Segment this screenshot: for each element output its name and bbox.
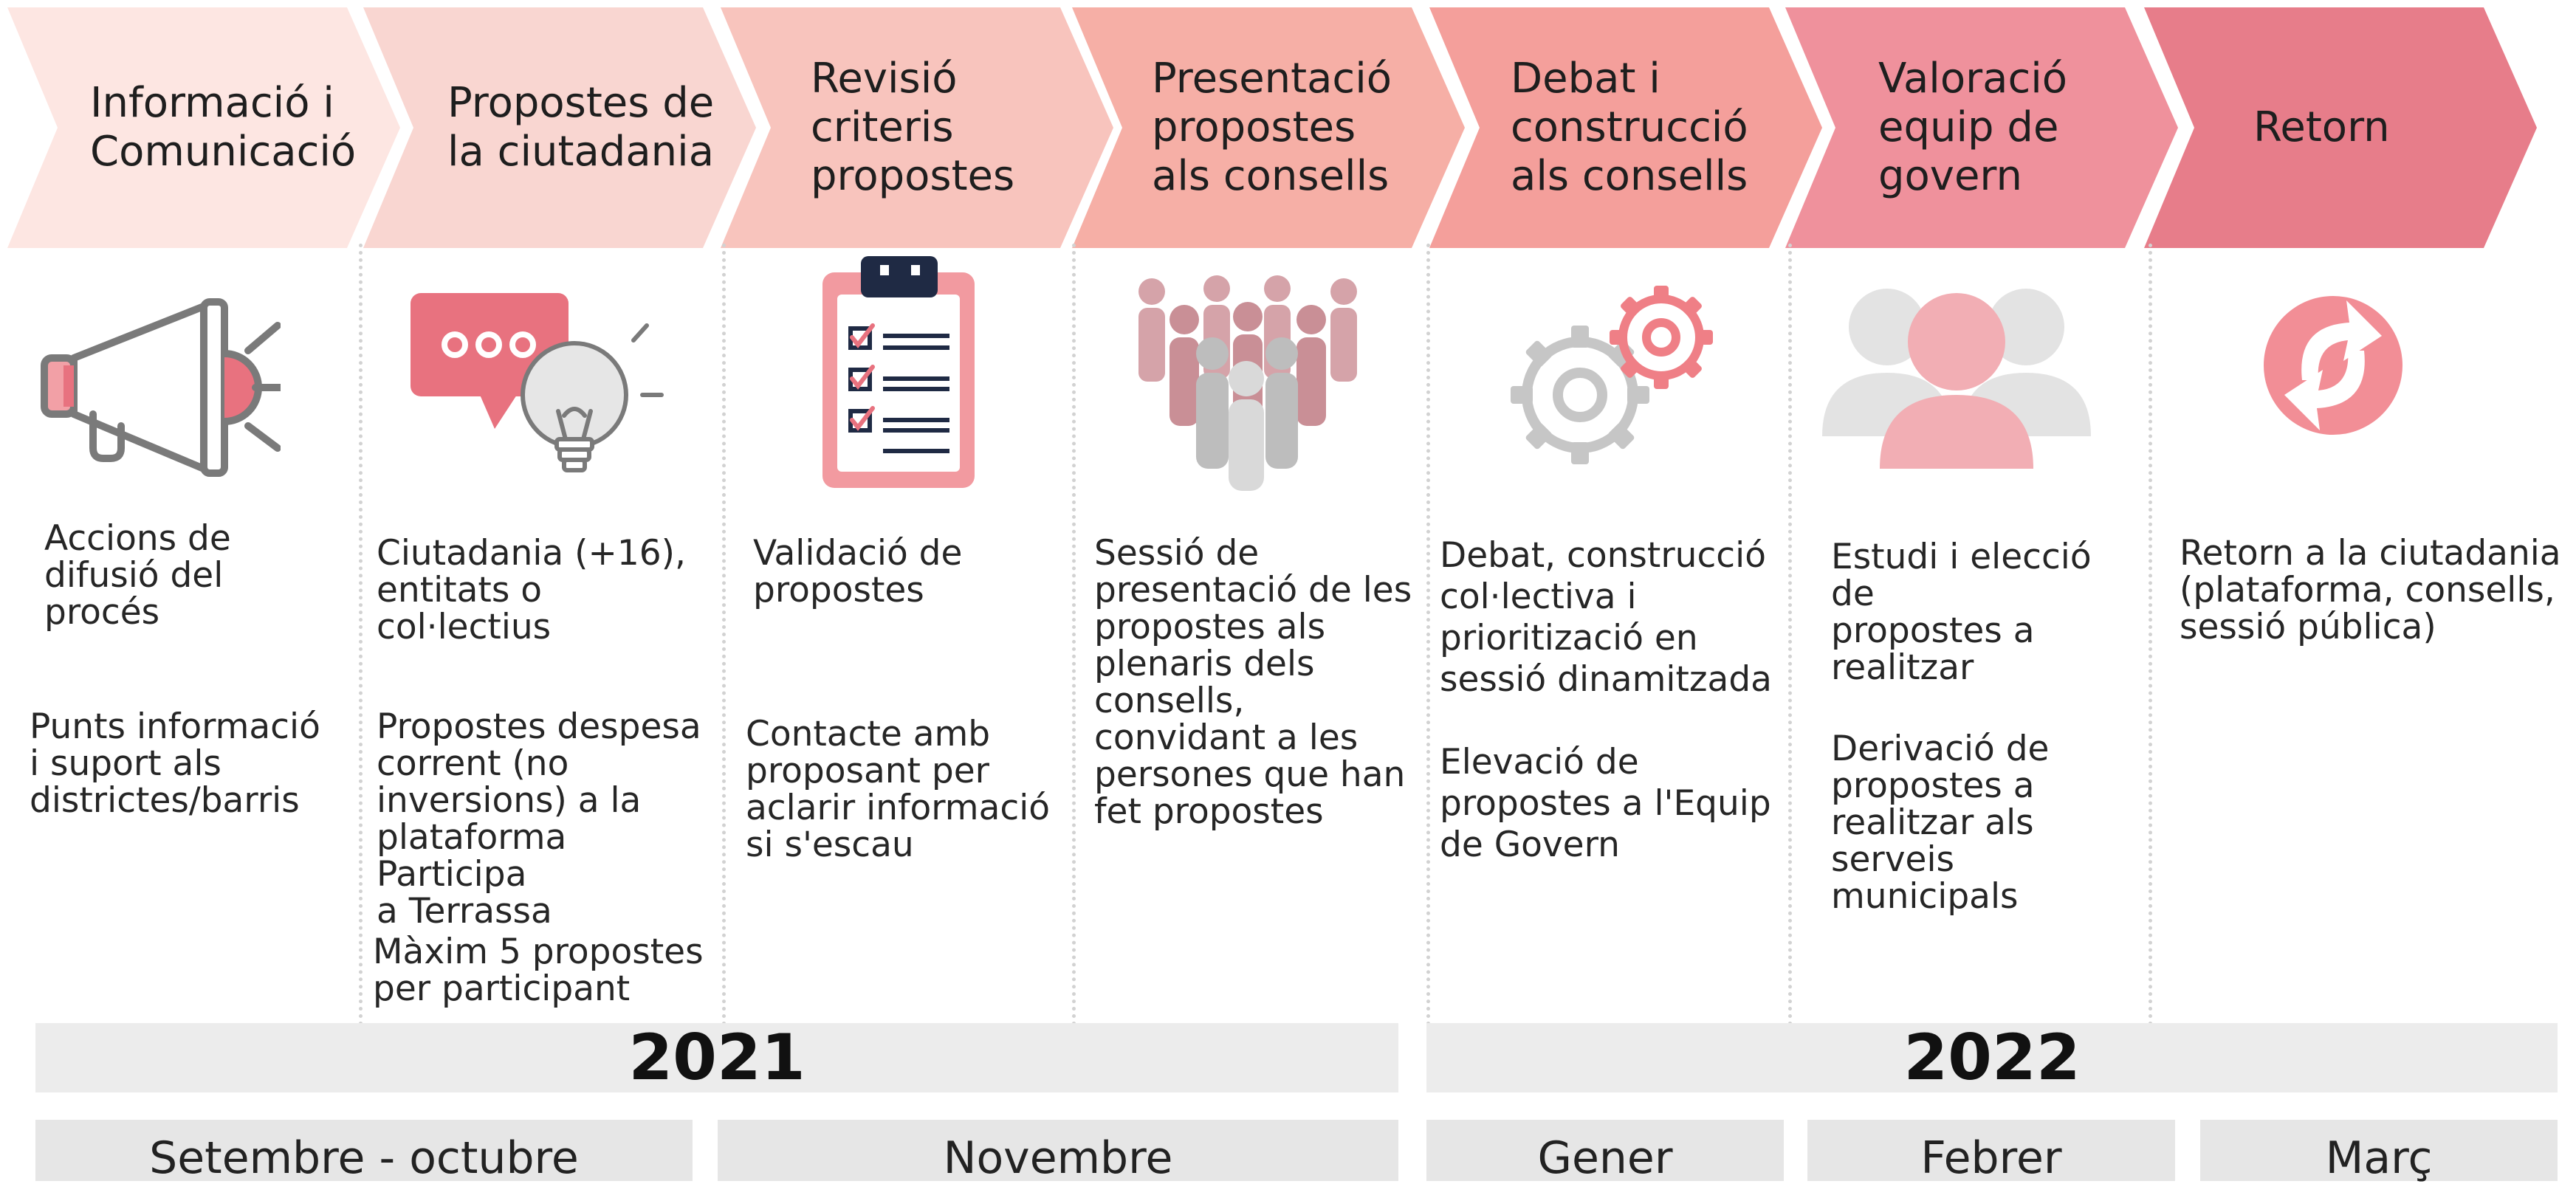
step-2-paragraph-2: Propostes despesa corrent (no inversions…: [377, 706, 701, 932]
step-title-6: Valoració equip de govern: [1878, 55, 2068, 200]
year-bar-2021: 2021: [35, 1021, 1398, 1095]
month-febrer: Febrer: [1807, 1120, 2175, 1184]
step-title-2: Propostes de la ciutadania: [447, 79, 715, 176]
column-divider: [1426, 244, 1430, 1026]
speech-bubble-lightbulb-icon: [406, 255, 664, 491]
step-2-paragraph-1: Ciutadania (+16), entitats o col·lectius: [377, 533, 686, 647]
step-1-paragraph-2: Punts informació i suport als districtes…: [30, 706, 320, 821]
step-chevron-6: Valoració equip de govern: [1785, 7, 2178, 248]
column-divider: [1788, 244, 1792, 1026]
step-title-5: Debat i construcció als consells: [1511, 55, 1748, 200]
month-marc: Març: [2200, 1120, 2558, 1184]
step-chevron-3: Revisió criteris propostes: [721, 7, 1113, 248]
step-1-paragraph-1: Accions de difusió del procés: [44, 518, 231, 633]
chevron-shape: [363, 7, 756, 248]
year-bar-2022: 2022: [1426, 1021, 2558, 1095]
chevron-shape: [1429, 7, 1822, 248]
team-people-icon: [1816, 255, 2097, 491]
step-chevron-4: Presentació propostes als consells: [1072, 7, 1465, 248]
step-7-paragraph-1: Retorn a la ciutadania (plataforma, cons…: [2180, 533, 2561, 647]
chevron-shape: [1072, 7, 1465, 248]
step-2-paragraph-3: Màxim 5 propostes per participant: [373, 932, 704, 1009]
column-divider: [2149, 244, 2152, 1026]
chevron-shape: [2144, 7, 2537, 248]
clipboard-checklist-icon: [812, 255, 989, 491]
megaphone-icon: [30, 255, 281, 491]
step-title-7: Retorn: [2253, 103, 2390, 151]
step-title-1: Informació i Comunicació: [90, 79, 357, 176]
step-4-paragraph-1: Sessió de presentació de les propostes a…: [1094, 533, 1412, 832]
column-divider: [1072, 244, 1076, 1026]
month-novembre: Novembre: [718, 1120, 1398, 1184]
chevron-shape: [7, 7, 400, 248]
chevron-shape: [1785, 7, 2178, 248]
step-chevron-2: Propostes de la ciutadania: [363, 7, 756, 248]
chevron-shape: [721, 7, 1113, 248]
step-3-paragraph-2: Contacte amb proposant per aclarir infor…: [746, 714, 1051, 865]
refresh-arrows-icon: [2244, 255, 2422, 491]
gears-icon: [1491, 255, 1742, 491]
step-3-paragraph-1: Validació de propostes: [753, 533, 963, 610]
step-5-paragraph-2: Elevació de propostes a l'Equip de Gover…: [1440, 742, 1771, 865]
step-6-paragraph-2: Derivació de propostes a realitzar als s…: [1831, 729, 2050, 917]
step-chevron-7: Retorn: [2144, 7, 2537, 248]
step-title-3: Revisió criteris propostes: [811, 55, 1015, 200]
step-5-paragraph-1: Debat, construcció col·lectiva i priorit…: [1440, 535, 1772, 700]
column-divider: [359, 244, 363, 1026]
step-title-4: Presentació propostes als consells: [1152, 55, 1392, 200]
step-6-paragraph-1: Estudi i elecció de propostes a realitza…: [1831, 537, 2092, 688]
month-setembre-octubre: Setembre - octubre: [35, 1120, 693, 1184]
step-chevron-5: Debat i construcció als consells: [1429, 7, 1822, 248]
step-chevron-1: Informació i Comunicació: [7, 7, 400, 248]
column-divider: [722, 244, 726, 1026]
month-gener: Gener: [1426, 1120, 1784, 1184]
people-group-icon: [1122, 255, 1373, 491]
